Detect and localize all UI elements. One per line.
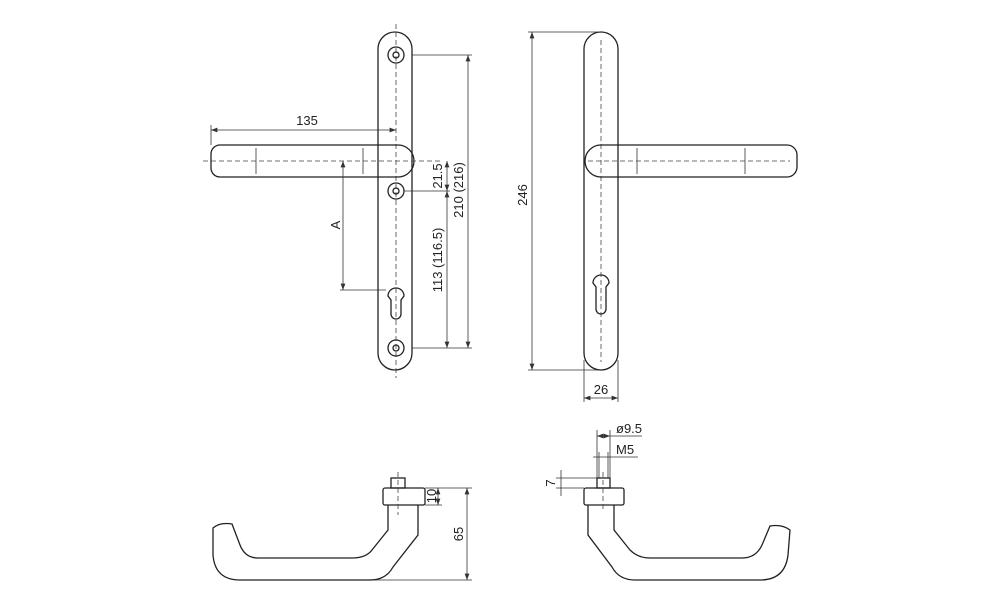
side-view-left: 10 65 <box>212 472 472 581</box>
dim-total-depth: 65 <box>451 527 466 541</box>
front-view-left: 135 A 21.5 113 (116.5) 210 (216) <box>203 24 472 378</box>
screw-hole-bottom <box>387 339 405 357</box>
spindle-stud <box>596 477 611 489</box>
dim-spindle-to-screw: 21.5 <box>430 163 445 188</box>
rose <box>583 487 625 506</box>
backplate <box>377 31 413 371</box>
dim-rose-height: 10 <box>424 489 439 503</box>
lever <box>584 144 798 178</box>
dim-plate-height: 246 <box>515 184 530 206</box>
lever-profile <box>212 505 419 581</box>
keyhole <box>592 274 610 315</box>
side-view-right: ø9.5 M5 7 <box>543 421 791 581</box>
dim-screw-to-bottom: 113 (116.5) <box>430 228 445 293</box>
rose <box>382 487 426 506</box>
dim-a: A <box>328 220 343 229</box>
dim-thread: M5 <box>616 442 634 457</box>
lever-profile <box>587 505 791 581</box>
dim-stud-length: 7 <box>543 479 558 486</box>
dim-screw-centers: 210 (216) <box>451 162 466 218</box>
front-view-right: 246 26 <box>515 31 798 402</box>
dim-plate-width: 26 <box>594 382 608 397</box>
dim-handle-length: 135 <box>296 113 318 128</box>
backplate <box>583 31 619 371</box>
lever <box>210 144 415 178</box>
dim-diameter: ø9.5 <box>616 421 642 436</box>
screw-hole-top <box>387 46 405 64</box>
keyhole <box>387 287 405 320</box>
